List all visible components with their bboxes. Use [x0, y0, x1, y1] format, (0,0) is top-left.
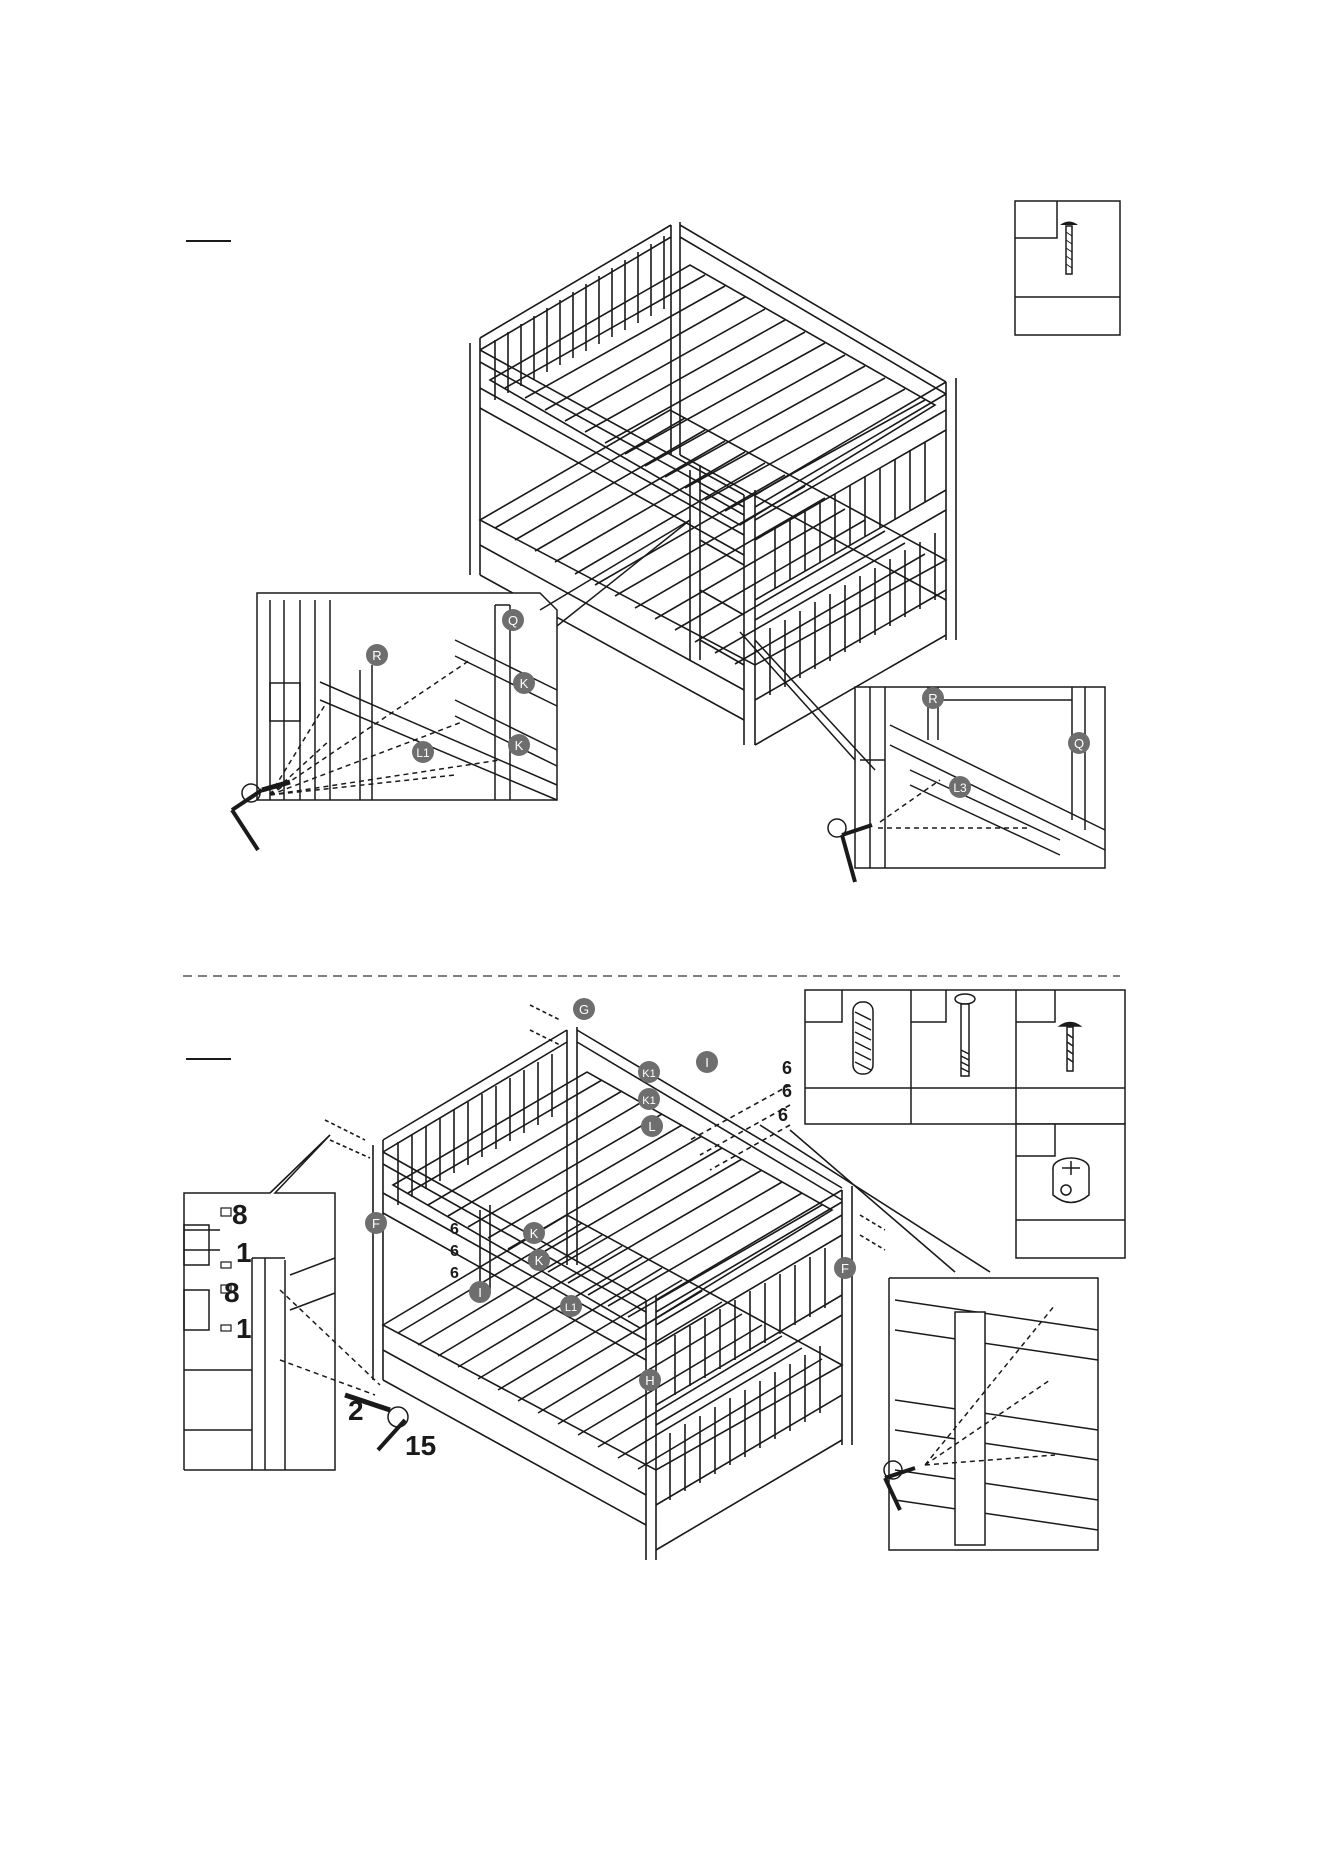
part-label-i-left: I — [478, 1285, 482, 1300]
dowel-icon — [853, 1002, 873, 1074]
step2-right-detail — [884, 1278, 1098, 1550]
part-label-l1: L1 — [565, 1302, 577, 1314]
step2-section: G K1 K1 I L F F K K I L1 H 6 — [184, 990, 1125, 1560]
qty-eight-2: 8 — [224, 1277, 240, 1308]
part-label-k-lower: K — [515, 738, 524, 753]
step1-right-detail — [740, 632, 1105, 882]
part-label-l: L — [648, 1119, 655, 1134]
qty-six-left-1: 6 — [450, 1221, 459, 1238]
step2-nut-box — [1016, 1124, 1125, 1258]
qty-six-right-1: 6 — [782, 1058, 792, 1078]
step2-left-detail — [184, 1135, 408, 1470]
step1-section: Q R K K L1 R — [186, 201, 1120, 882]
qty-fifteen: 15 — [405, 1430, 436, 1461]
step2-hardware-box — [805, 990, 1125, 1124]
part-label-g: G — [579, 1002, 589, 1017]
part-label-q-right: Q — [1074, 736, 1084, 751]
step1-hardware-box — [1015, 201, 1120, 335]
qty-one-1: 1 — [236, 1237, 252, 1268]
qty-six-right-3: 6 — [778, 1105, 788, 1125]
part-label-k1-a: K1 — [642, 1068, 655, 1080]
qty-six-left-2: 6 — [450, 1243, 459, 1260]
part-label-f-left: F — [372, 1216, 380, 1231]
part-label-r-right: R — [928, 691, 937, 706]
part-label-l3: L3 — [953, 781, 967, 795]
part-label-l1: L1 — [416, 746, 430, 760]
barrel-nut-icon — [1053, 1158, 1089, 1203]
qty-two: 2 — [348, 1395, 364, 1426]
part-label-k-upper: K — [520, 676, 529, 691]
part-label-i-top: I — [705, 1055, 709, 1070]
qty-six-left-3: 6 — [450, 1265, 459, 1282]
part-label-k1-b: K1 — [642, 1095, 655, 1107]
qty-one-2: 1 — [236, 1313, 252, 1344]
qty-eight-1: 8 — [232, 1199, 248, 1230]
qty-six-right-2: 6 — [782, 1081, 792, 1101]
part-label-q: Q — [508, 613, 518, 628]
part-label-r: R — [372, 648, 381, 663]
part-label-k-a: K — [530, 1226, 539, 1241]
part-label-f-right: F — [841, 1261, 849, 1276]
part-label-h: H — [645, 1373, 654, 1388]
part-label-k-b: K — [535, 1253, 544, 1268]
